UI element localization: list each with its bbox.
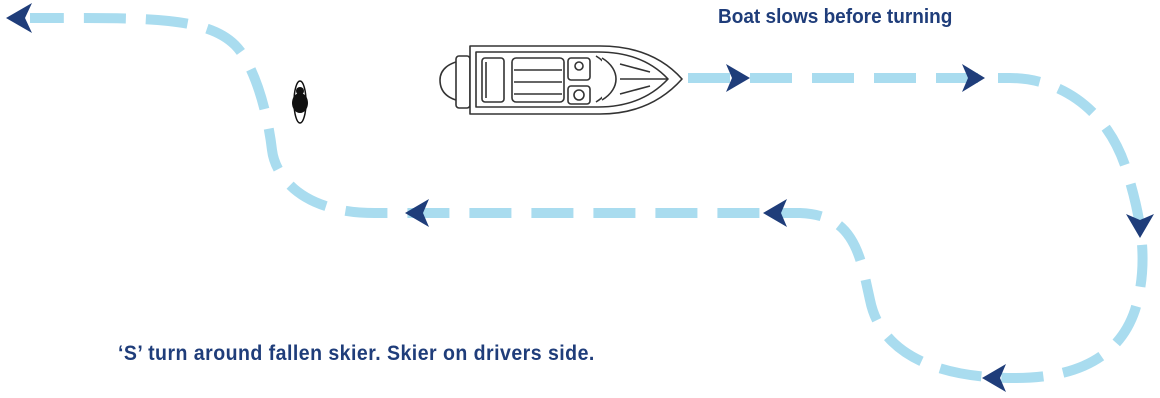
- direction-arrow-icon: [6, 3, 32, 33]
- boat-top-view-icon: [440, 46, 682, 114]
- fallen-skier-icon: [292, 81, 308, 123]
- boat-slows-label: Boat slows before turning: [718, 6, 952, 29]
- s-turn-caption: ‘S’ turn around fallen skier. Skier on d…: [118, 342, 595, 366]
